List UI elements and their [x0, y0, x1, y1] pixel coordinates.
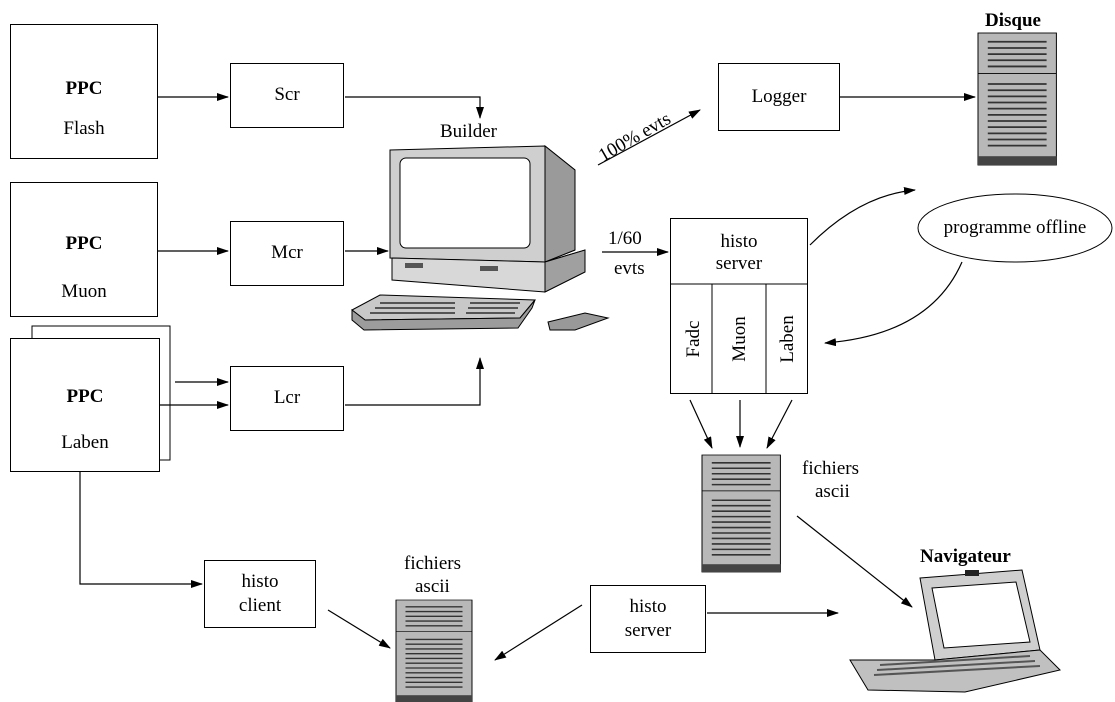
- fichiers-ascii-right-line1: fichiers: [802, 458, 859, 479]
- column-fadc: Fadc: [683, 320, 704, 358]
- logger-label: Logger: [751, 86, 807, 107]
- histo-server-line1: histo: [720, 231, 758, 252]
- histo-client-line2: client: [238, 595, 282, 616]
- fichiers-ascii-bottom-line1: fichiers: [404, 553, 461, 574]
- board-chip-label: PPC: [65, 78, 103, 99]
- lcr-label: Lcr: [273, 387, 301, 408]
- workstation-icon: [351, 144, 610, 331]
- ppc-board-laben: PPC Laben: [10, 338, 160, 472]
- lcr-box: Lcr: [230, 366, 344, 431]
- navigateur-label: Navigateur: [920, 546, 1011, 567]
- histo-client-box: histo client: [204, 560, 316, 628]
- builder-label: Builder: [440, 121, 497, 142]
- histo-server-line2: server: [715, 253, 763, 274]
- board-chip-label: PPC: [66, 386, 104, 407]
- disk-tower-icon: [977, 32, 1058, 166]
- histo-server-top: histo server: [670, 218, 808, 394]
- board-name-label: Laben: [61, 432, 109, 453]
- board-name-label: Muon: [61, 281, 107, 302]
- edge-100-label: 100% evts: [595, 108, 675, 166]
- fichiers-ascii-bottom-line2: ascii: [415, 576, 450, 597]
- board-name-label: Flash: [63, 118, 105, 139]
- ppc-board-flash: PPC Flash: [10, 24, 158, 159]
- rate-label-line1: 1/60: [608, 228, 642, 249]
- scr-label: Scr: [274, 84, 300, 105]
- mcr-box: Mcr: [230, 221, 344, 286]
- rate-label-line2: evts: [614, 258, 645, 279]
- server-tower-icon: [395, 599, 473, 702]
- histo-server-bottom-line1: histo: [629, 596, 667, 617]
- mcr-label: Mcr: [271, 242, 303, 263]
- disque-label: Disque: [985, 10, 1041, 31]
- ppc-board-muon: PPC Muon: [10, 182, 158, 317]
- histo-client-line1: histo: [241, 571, 279, 592]
- histo-server-bottom-line2: server: [624, 620, 672, 641]
- fichiers-ascii-right-line2: ascii: [815, 481, 850, 502]
- laptop-icon: [849, 569, 1061, 693]
- board-chip-label: PPC: [65, 233, 103, 254]
- scr-box: Scr: [230, 63, 344, 128]
- server-tower-icon: [701, 454, 782, 573]
- column-muon: Muon: [729, 316, 750, 362]
- programme-offline-label: programme offline: [943, 217, 1087, 238]
- logger-box: Logger: [718, 63, 840, 131]
- column-laben: Laben: [777, 315, 798, 363]
- histo-server-bottom-box: histo server: [590, 585, 706, 653]
